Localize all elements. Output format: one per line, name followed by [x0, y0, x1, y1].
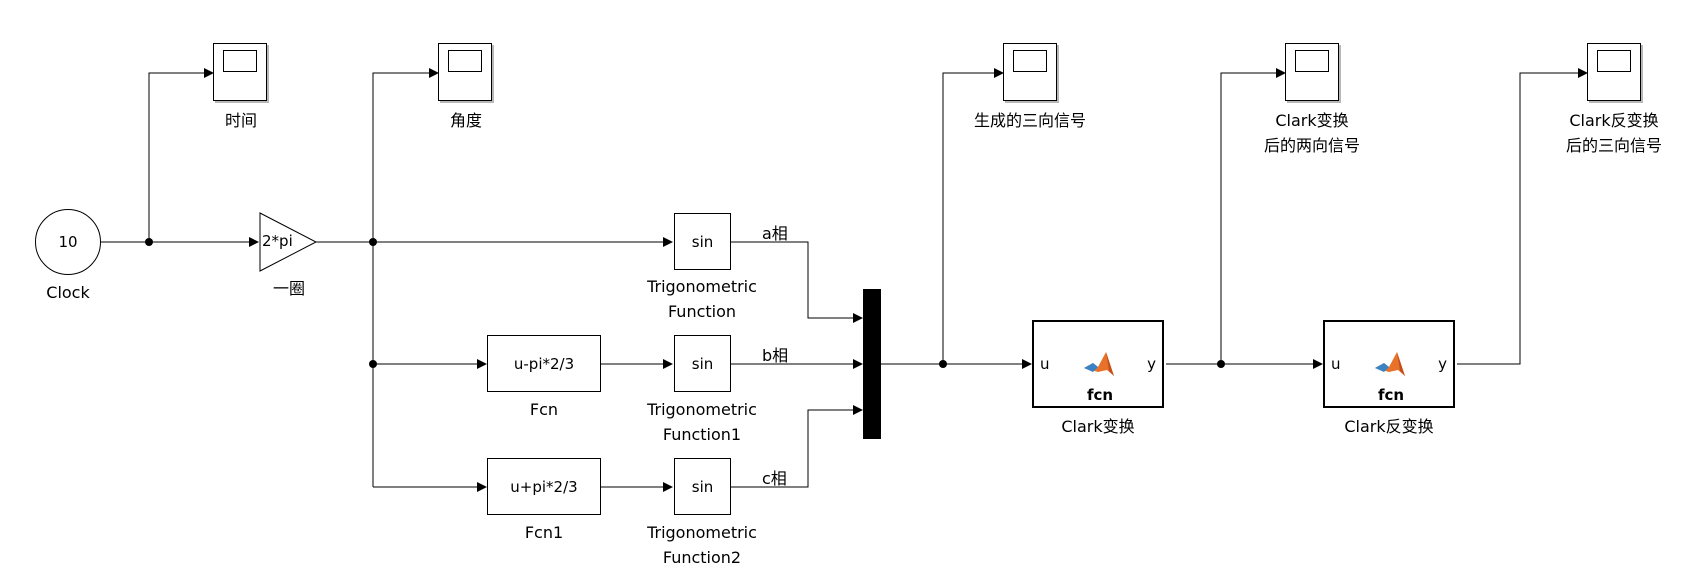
- scope-angle-label: 角度: [449, 111, 483, 130]
- wire-to-inv-scope: [1457, 68, 1588, 365]
- branch-point: [369, 360, 377, 368]
- clark-function-label: Clark变换: [1061, 417, 1135, 436]
- signal-c-label: c相: [762, 469, 787, 488]
- scope-clark-inverse-label-line1: Clark反变换: [1569, 111, 1659, 130]
- trig-function2-text: sin: [691, 477, 714, 496]
- branch-point: [369, 238, 377, 246]
- trig-function-text: sin: [691, 232, 714, 251]
- gain-label: 一圈: [272, 279, 306, 298]
- clark-output-port: y: [1147, 355, 1156, 373]
- gain-block: [259, 212, 318, 272]
- trig-function1-label: Trigonometric Function1: [647, 397, 757, 447]
- wire-to-angle-scope: [372, 68, 439, 242]
- fcn1-expression: u+pi*2/3: [510, 477, 578, 496]
- trig-function1-label-line2: Function1: [662, 425, 742, 444]
- branch-point: [1217, 360, 1225, 368]
- wire-a-phase: [731, 241, 863, 323]
- clark-inverse-function-block[interactable]: u y fcn: [1323, 320, 1455, 408]
- scope-three-phase-label: 生成的三向信号: [973, 111, 1087, 130]
- scope-screen: [1597, 50, 1631, 72]
- wire-to-clark-scope: [1220, 68, 1286, 364]
- fcn-block[interactable]: u-pi*2/3: [487, 335, 601, 392]
- trig-function2[interactable]: sin: [674, 458, 731, 515]
- branch-point: [939, 360, 947, 368]
- clark-fcn-text: fcn: [1087, 386, 1114, 404]
- scope-three-phase[interactable]: [1003, 43, 1057, 101]
- fcn1-block[interactable]: u+pi*2/3: [487, 458, 601, 515]
- scope-clark-label: Clark变换 后的两向信号: [1264, 108, 1360, 158]
- gain-value: 2*pi: [262, 232, 293, 250]
- trig-function-label-line1: Trigonometric: [647, 277, 757, 296]
- mux-block[interactable]: [863, 289, 881, 439]
- scope-clark-inverse-label-line2: 后的三向信号: [1565, 136, 1663, 155]
- scope-time[interactable]: [213, 43, 267, 101]
- matlab-logo-icon: [1084, 352, 1114, 376]
- trig-function1[interactable]: sin: [674, 335, 731, 392]
- clark-inverse-output-port: y: [1438, 355, 1447, 373]
- fcn1-label: Fcn1: [524, 523, 564, 542]
- clock-block[interactable]: 10: [35, 209, 101, 275]
- matlab-logo-icon: [1375, 352, 1405, 376]
- trig-function-label-line2: Function: [667, 302, 737, 321]
- clark-input-port: u: [1040, 355, 1050, 373]
- scope-clark[interactable]: [1285, 43, 1339, 101]
- scope-clark-label-line2: 后的两向信号: [1263, 136, 1361, 155]
- branch-point: [145, 238, 153, 246]
- trig-function2-label-line1: Trigonometric: [647, 523, 757, 542]
- wire-to-three-scope: [942, 68, 1004, 364]
- scope-clark-label-line1: Clark变换: [1275, 111, 1349, 130]
- signal-b-label: b相: [762, 346, 789, 365]
- scope-clark-inverse[interactable]: [1587, 43, 1641, 101]
- trig-function2-label-line2: Function2: [662, 548, 742, 567]
- scope-screen: [1013, 50, 1047, 72]
- clark-function-block[interactable]: u y fcn: [1032, 320, 1164, 408]
- scope-angle[interactable]: [438, 43, 492, 101]
- wire-to-time-scope: [148, 68, 214, 242]
- fcn-label: Fcn: [529, 400, 559, 419]
- trig-function1-label-line1: Trigonometric: [647, 400, 757, 419]
- fcn-expression: u-pi*2/3: [513, 354, 575, 373]
- clark-inverse-fcn-text: fcn: [1378, 386, 1405, 404]
- scope-time-label: 时间: [224, 111, 258, 130]
- clark-inverse-input-port: u: [1331, 355, 1341, 373]
- scope-clark-inverse-label: Clark反变换 后的三向信号: [1566, 108, 1662, 158]
- trig-function[interactable]: sin: [674, 213, 731, 270]
- clark-inverse-function-label: Clark反变换: [1344, 417, 1434, 436]
- clock-value: 10: [58, 233, 78, 251]
- signal-a-label: a相: [762, 224, 788, 243]
- scope-screen: [1295, 50, 1329, 72]
- wire-c-phase: [731, 405, 863, 488]
- trig-function2-label: Trigonometric Function2: [647, 520, 757, 570]
- clock-label: Clock: [46, 283, 90, 302]
- trig-function1-text: sin: [691, 354, 714, 373]
- trig-function-label: Trigonometric Function: [647, 274, 757, 324]
- scope-screen: [223, 50, 257, 72]
- scope-screen: [448, 50, 482, 72]
